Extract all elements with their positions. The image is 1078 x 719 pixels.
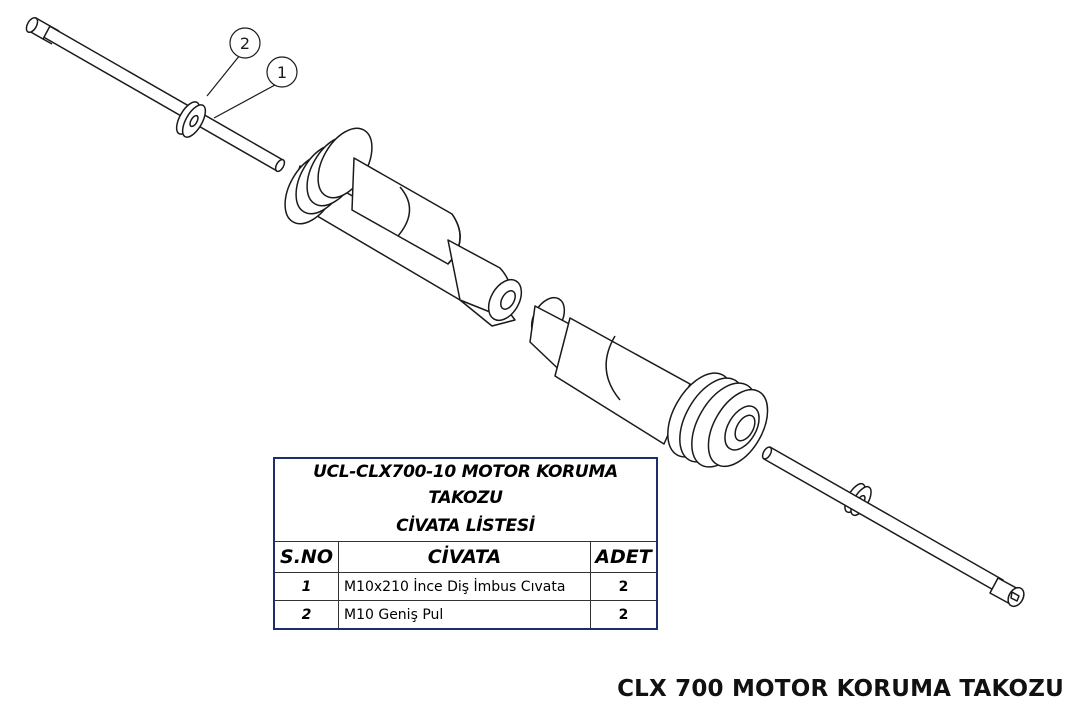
sheet-title: CLX 700 MOTOR KORUMA TAKOZU	[617, 676, 1064, 702]
bom-row-desc: M10x210 İnce Diş İmbus Cıvata	[338, 572, 591, 601]
bom-row-desc: M10 Geniş Pul	[338, 600, 591, 630]
bom-title-row-2: CİVATA LİSTESİ	[273, 511, 658, 542]
bom-row-qty: 2	[590, 572, 658, 601]
washer-upper	[175, 101, 207, 138]
bill-of-materials-table: UCL-CLX700-10 MOTOR KORUMA TAKOZU CİVATA…	[273, 457, 658, 630]
table-row: 1 M10x210 İnce Diş İmbus Cıvata 2	[273, 572, 658, 601]
spacer-upper	[284, 127, 523, 327]
bom-row-no: 1	[273, 572, 339, 601]
balloon-circle-2	[229, 27, 261, 59]
bom-header-no: S.NO	[273, 541, 339, 573]
bom-title-line-2: CİVATA LİSTESİ	[273, 511, 658, 542]
balloon-circle-1	[266, 56, 298, 88]
balloon-label-2: 2	[240, 34, 250, 53]
table-row: 2 M10 Geniş Pul 2	[273, 600, 658, 630]
bom-header-desc: CİVATA	[338, 541, 591, 573]
bom-title-line-1: UCL-CLX700-10 MOTOR KORUMA TAKOZU	[273, 457, 658, 511]
balloon-label-1: 1	[277, 63, 287, 82]
bom-header-qty: ADET	[590, 541, 658, 573]
bom-row-qty: 2	[590, 600, 658, 630]
bom-header-row: S.NO CİVATA ADET	[273, 541, 658, 573]
bom-row-no: 2	[273, 600, 339, 630]
balloon-leader-1	[213, 84, 276, 119]
balloon-leader-2	[206, 54, 241, 97]
bolt-lower-right	[761, 446, 1025, 608]
bom-title-row-1: UCL-CLX700-10 MOTOR KORUMA TAKOZU	[273, 457, 658, 511]
spacer-lower	[529, 296, 769, 468]
